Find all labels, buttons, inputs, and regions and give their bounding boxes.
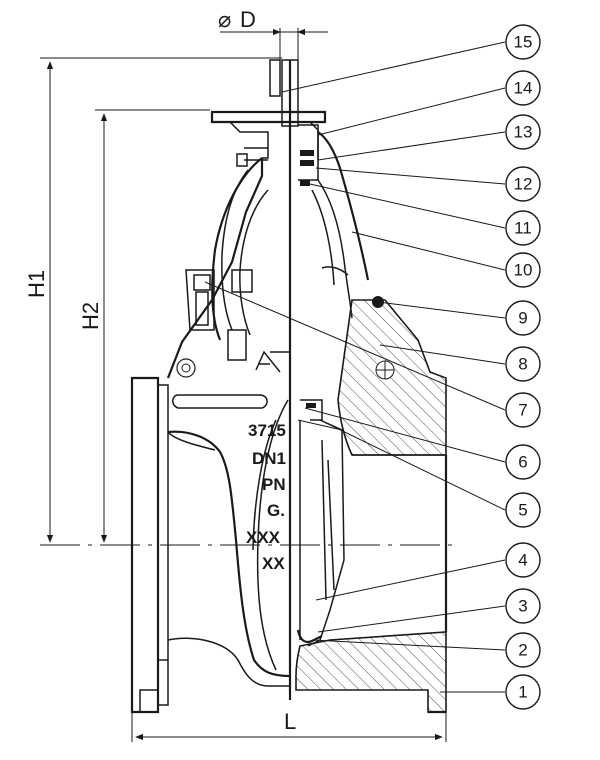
svg-text:15: 15 [514, 33, 533, 52]
svg-text:1: 1 [518, 683, 527, 702]
cast-marks: 3715 DN1 PN G. XXX XX [246, 421, 286, 573]
svg-text:13: 13 [514, 123, 533, 142]
diameter-symbol: ⌀ [218, 7, 231, 32]
callout-11: 11 [505, 210, 541, 246]
cast-mark-2: DN1 [252, 449, 286, 468]
cast-mark-3: PN [262, 475, 286, 494]
diameter-label: D [240, 7, 256, 32]
svg-text:9: 9 [518, 309, 527, 328]
h2-label: H2 [78, 302, 103, 330]
cast-mark-5: XXX [246, 528, 281, 547]
h1-label: H1 [24, 270, 49, 298]
callout-7: 7 [505, 392, 541, 428]
callout-8: 8 [505, 346, 541, 382]
svg-text:3: 3 [518, 597, 527, 616]
length-label: L [284, 709, 296, 734]
callout-2: 2 [505, 632, 541, 668]
svg-text:10: 10 [514, 261, 533, 280]
svg-text:6: 6 [518, 453, 527, 472]
valve-body [130, 59, 448, 714]
callout-15: 15 [505, 24, 541, 60]
svg-text:12: 12 [514, 175, 533, 194]
callout-1: 1 [505, 674, 541, 710]
leader-lines [204, 41, 506, 693]
callout-3: 3 [505, 588, 541, 624]
svg-text:14: 14 [514, 79, 533, 98]
svg-text:8: 8 [518, 355, 527, 374]
cast-mark-1: 3715 [248, 421, 286, 440]
cast-mark-6: XX [262, 554, 285, 573]
callout-9: 9 [505, 300, 541, 336]
cast-mark-4: G. [267, 501, 285, 520]
callout-4: 4 [505, 542, 541, 578]
dimension-labels: ⌀ D H1 H2 L [24, 7, 296, 734]
svg-text:5: 5 [518, 501, 527, 520]
callout-10: 10 [505, 252, 541, 288]
svg-text:2: 2 [518, 641, 527, 660]
callout-5: 5 [505, 492, 541, 528]
svg-text:4: 4 [518, 551, 527, 570]
callout-13: 13 [505, 114, 541, 150]
callout-12: 12 [505, 166, 541, 202]
callout-6: 6 [505, 444, 541, 480]
callout-14: 14 [505, 70, 541, 106]
svg-text:7: 7 [518, 401, 527, 420]
svg-text:11: 11 [514, 219, 532, 238]
callout-list: 15 14 13 12 11 10 9 8 7 6 5 4 3 2 1 [505, 24, 541, 710]
